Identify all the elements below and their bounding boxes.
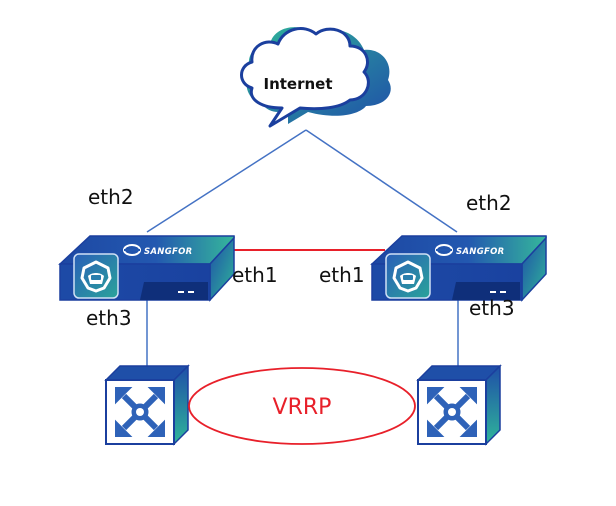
switch-arrows-icon (115, 387, 165, 437)
left-eth3-label: eth3 (86, 306, 132, 330)
firewall-left[interactable]: SANGFOR (59, 235, 235, 301)
firewall-right[interactable]: SANGFOR (371, 235, 547, 301)
cloud-icon (240, 27, 370, 128)
left-eth2-label: eth2 (88, 185, 134, 209)
internet-cloud[interactable]: Internet (240, 27, 391, 128)
switch-arrows-icon (427, 387, 477, 437)
vrrp-ellipse (188, 367, 416, 445)
right-eth2-label: eth2 (466, 191, 512, 215)
brand-label: SANGFOR (144, 247, 192, 257)
link-internet-to-right-firewall (305, 129, 458, 233)
left-eth1-label: eth1 (232, 263, 278, 287)
cloud-label: Internet (263, 75, 332, 93)
link-internet-to-left-firewall (146, 129, 307, 233)
firewall-shield-icon (385, 253, 431, 299)
firewall-shield-icon (73, 253, 119, 299)
switch-right[interactable] (416, 364, 502, 446)
right-eth1-label: eth1 (319, 263, 365, 287)
vrrp-group: VRRP (188, 367, 416, 445)
brand-label: SANGFOR (456, 247, 504, 257)
switch-left[interactable] (104, 364, 190, 446)
right-eth3-label: eth3 (469, 296, 515, 320)
uplink-links (146, 129, 458, 233)
vrrp-label: VRRP (273, 395, 332, 420)
